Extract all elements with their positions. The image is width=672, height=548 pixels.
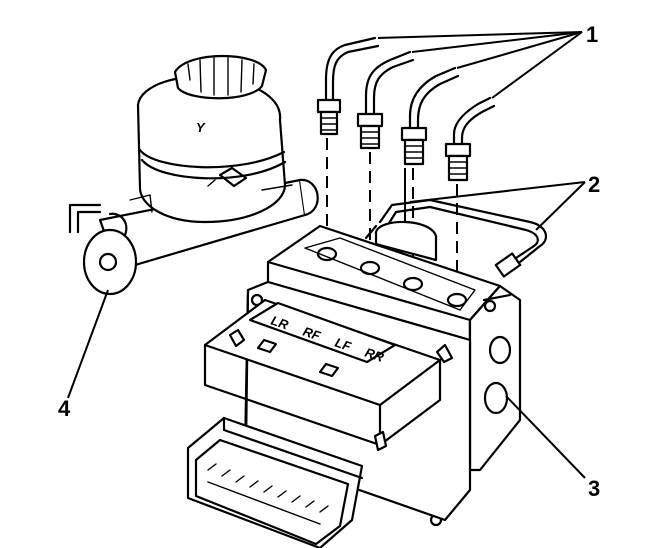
master-cylinder: Y xyxy=(68,55,319,296)
pump-port-upper xyxy=(488,335,512,365)
callout-1: 1 xyxy=(586,22,598,47)
abs-modulator: LR RF LF RR xyxy=(186,220,522,548)
channel-label-plate xyxy=(248,301,397,364)
callout-3: 3 xyxy=(588,476,600,501)
pump-port-lower xyxy=(483,381,509,415)
callout-4: 4 xyxy=(58,396,71,421)
reservoir-cap xyxy=(173,55,268,100)
brake-pipes xyxy=(316,36,496,296)
label-lr: LR xyxy=(269,313,291,333)
callout-leaders xyxy=(67,31,586,479)
reservoir-symbol: Y xyxy=(196,120,206,135)
brake-pipe-1 xyxy=(316,36,380,136)
brake-pipe-4 xyxy=(444,96,496,182)
label-rf: RF xyxy=(301,324,323,344)
brake-pipe-3 xyxy=(400,66,460,166)
label-lf: LF xyxy=(333,335,354,355)
label-rr: RR xyxy=(363,345,386,365)
brake-pipe-2 xyxy=(356,50,415,150)
supply-pipes xyxy=(364,198,548,278)
callout-2: 2 xyxy=(588,172,600,197)
